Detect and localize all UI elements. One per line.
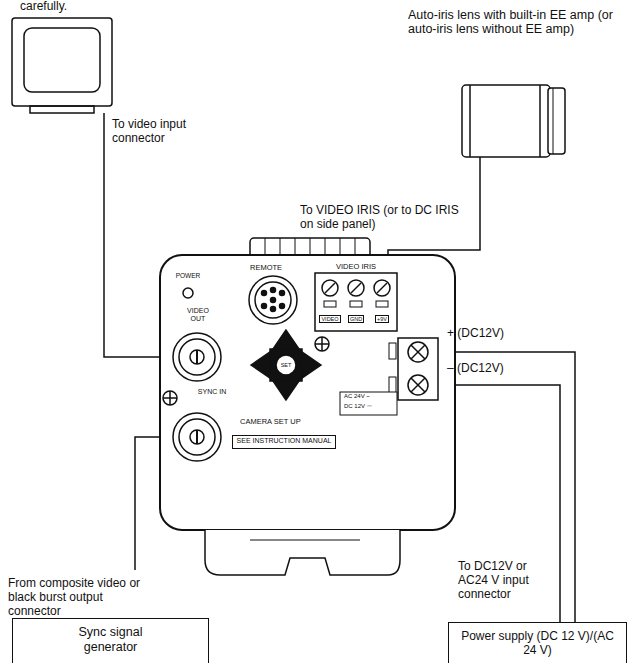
node-label: Power supply (DC 12 V)/(AC 24 V) (457, 629, 618, 658)
video-out-bnc (173, 333, 221, 381)
pin-name: GND (348, 315, 364, 323)
remote-connector (249, 276, 297, 324)
power-led (183, 288, 193, 298)
iris-terminal-block (315, 273, 397, 331)
node-label: SEE INSTRUCTION MANUAL (237, 437, 332, 445)
notice-box: SEE INSTRUCTION MANUAL (232, 435, 336, 449)
cable-note: To video input connector (112, 118, 224, 146)
indicator-name: POWER (176, 272, 201, 279)
connector-name: VIDEO OUT (180, 307, 216, 323)
power-terminal-block (340, 338, 438, 415)
plus-symbol (315, 337, 329, 351)
connector-name: VIDEO IRIS (336, 263, 376, 272)
cable-note: To DC12V or AC24 V input connector (458, 560, 554, 601)
power-rating: DC 12V ⎓ (344, 403, 372, 410)
node-label: Sync signal generator (53, 625, 168, 655)
connector-name: SYNC IN (197, 388, 227, 396)
page-note: carefully. (20, 0, 67, 14)
pin-name: VIDEO (319, 315, 340, 323)
terminal-note: + (DC12V) (447, 327, 504, 341)
sync-in-bnc (173, 413, 221, 461)
device-box: Power supply (DC 12 V)/(AC 24 V) (448, 622, 627, 663)
lens-illustration (462, 85, 565, 157)
setup-cross-pad (251, 330, 321, 400)
monitor-illustration (12, 18, 112, 113)
panel-name: CAMERA SET UP (240, 418, 301, 427)
camera-body (160, 238, 455, 575)
connector-name: REMOTE (250, 264, 282, 273)
terminal-note: – (DC12V) (447, 362, 504, 376)
button-name: SET (281, 362, 292, 368)
power-rating: AC 24V ~ (344, 393, 370, 400)
ground-symbol (163, 391, 177, 405)
cable-note: To VIDEO IRIS (or to DC IRIS on side pan… (300, 204, 472, 232)
device-box: Sync signal generator (12, 618, 209, 663)
pin-name: +9V (375, 315, 389, 323)
lens-label: Auto-iris lens with built-in EE amp (or … (408, 8, 626, 37)
cable-note: From composite video or black burst outp… (8, 577, 148, 618)
